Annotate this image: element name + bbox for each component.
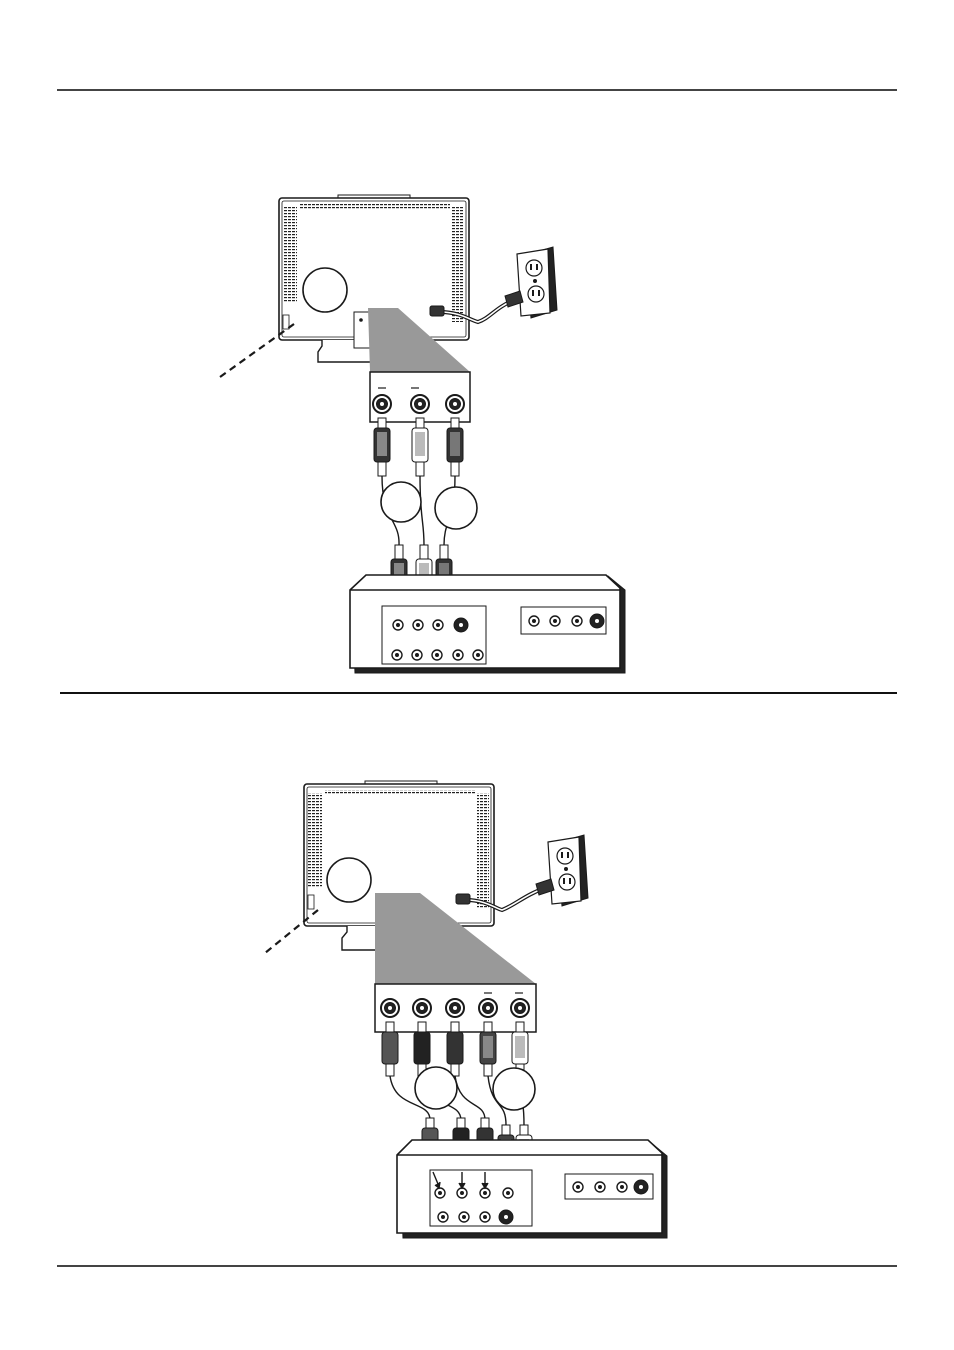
s-video-jack[interactable] <box>499 1210 513 1224</box>
connection-diagram-1 <box>0 0 954 690</box>
panel-jack[interactable] <box>413 999 431 1017</box>
s-video-jack[interactable] <box>454 618 468 632</box>
panel-jack[interactable] <box>446 999 464 1017</box>
receiver-jack[interactable] <box>392 650 402 660</box>
receiver-box-1 <box>350 575 625 673</box>
receiver-jack[interactable] <box>412 650 422 660</box>
receiver-jack[interactable] <box>480 1188 490 1198</box>
receiver-jack[interactable] <box>435 1188 445 1198</box>
jack-panel-1 <box>370 372 470 422</box>
wall-outlet-1 <box>517 247 557 318</box>
receiver-jack[interactable] <box>473 650 483 660</box>
panel-jack[interactable] <box>373 395 391 413</box>
bottom-rule <box>57 1265 897 1267</box>
receiver-jack[interactable] <box>480 1212 490 1222</box>
rca-plug <box>412 418 428 476</box>
receiver-jack[interactable] <box>432 650 442 660</box>
panel-jack[interactable] <box>411 395 429 413</box>
rca-plug <box>447 418 463 476</box>
callout-circle-1a <box>303 268 347 312</box>
callout-circle-1c <box>435 487 477 529</box>
callout-circle-2a <box>327 858 371 902</box>
dashed-lead-1 <box>220 324 294 377</box>
receiver-jack[interactable] <box>617 1182 627 1192</box>
callout-circle-2b <box>415 1067 457 1109</box>
callout-circle-1b <box>381 482 421 522</box>
receiver-jack[interactable] <box>453 650 463 660</box>
receiver-jack[interactable] <box>573 1182 583 1192</box>
receiver-jack[interactable] <box>529 616 539 626</box>
receiver-jack[interactable] <box>393 620 403 630</box>
s-video-jack[interactable] <box>634 1180 648 1194</box>
receiver-jack[interactable] <box>438 1212 448 1222</box>
receiver-jack[interactable] <box>503 1188 513 1198</box>
panel-jack[interactable] <box>511 999 529 1017</box>
receiver-jack[interactable] <box>413 620 423 630</box>
receiver-jack[interactable] <box>457 1188 467 1198</box>
receiver-jack[interactable] <box>433 620 443 630</box>
panel-jack[interactable] <box>446 395 464 413</box>
callout-circle-2c <box>493 1068 535 1110</box>
panel-jack[interactable] <box>381 999 399 1017</box>
wall-outlet-2 <box>548 835 588 906</box>
connection-diagram-2 <box>0 690 954 1260</box>
receiver-box-2 <box>397 1140 667 1238</box>
panel-jack[interactable] <box>479 999 497 1017</box>
receiver-jack[interactable] <box>459 1212 469 1222</box>
receiver-jack[interactable] <box>550 616 560 626</box>
receiver-jack[interactable] <box>572 616 582 626</box>
s-video-jack[interactable] <box>590 614 604 628</box>
rca-plug <box>374 418 390 476</box>
dashed-lead-2 <box>265 910 318 953</box>
receiver-jack[interactable] <box>595 1182 605 1192</box>
